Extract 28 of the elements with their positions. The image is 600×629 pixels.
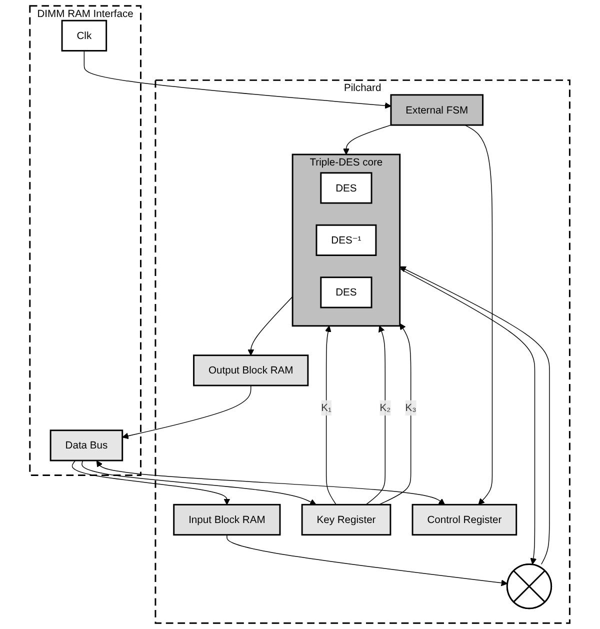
- edge-label: K₂: [380, 402, 391, 414]
- node-box: [390, 94, 484, 126]
- arrow: [366, 326, 386, 506]
- cluster: [292, 154, 401, 327]
- node-box: [302, 504, 392, 536]
- arrow: [464, 124, 493, 505]
- arrow: [248, 296, 294, 356]
- edge-label: K₁: [321, 402, 332, 414]
- node-box: [50, 430, 124, 462]
- arrow: [226, 534, 508, 586]
- edge-label: K₃: [406, 402, 417, 414]
- arrow: [82, 460, 317, 505]
- node-box: [62, 20, 108, 52]
- cluster: [154, 79, 571, 624]
- arrow: [72, 460, 230, 505]
- arrow: [325, 326, 337, 506]
- node-box: [193, 354, 309, 386]
- arrow: [96, 460, 446, 505]
- arrow: [343, 124, 392, 155]
- node-box: [316, 224, 377, 256]
- node-box: [412, 504, 518, 536]
- cluster: [29, 5, 142, 476]
- arrow: [84, 50, 392, 109]
- node-box: [320, 172, 372, 204]
- arrow: [378, 323, 412, 506]
- arrow: [122, 385, 252, 440]
- node-box: [320, 276, 372, 308]
- node-box: [173, 504, 281, 536]
